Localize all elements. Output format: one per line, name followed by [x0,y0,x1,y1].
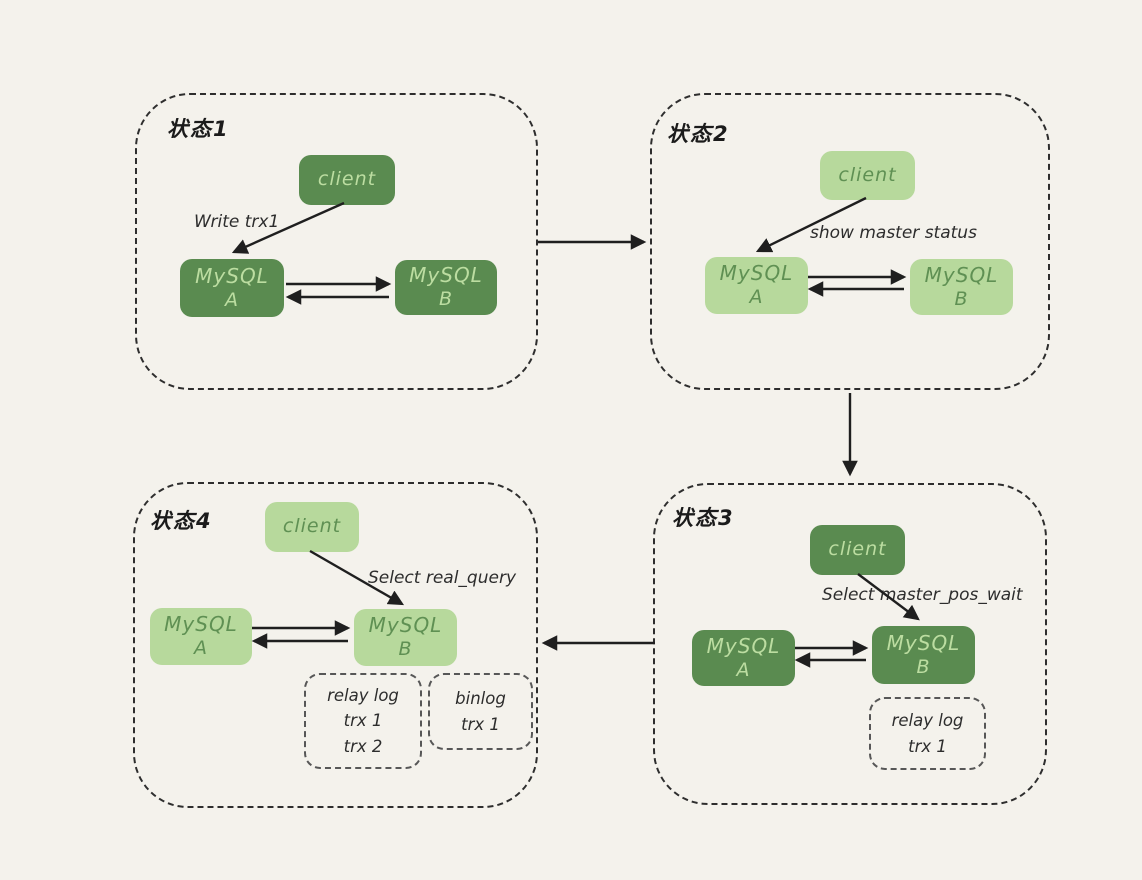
mysql-b-title: MySQL [886,630,961,655]
log-line: binlog [455,688,506,708]
client-label: client [828,538,887,561]
state-1-container: 状态1 client Write trx1 MySQL A MySQL B [135,93,538,390]
mysql-a-title: MySQL [164,612,238,637]
mysql-a-title: MySQL [719,261,794,286]
client-label: client [838,163,897,186]
state-3-relay-log-box: relay log trx 1 [869,697,986,770]
state-1-mysql-b-node: MySQL B [395,260,497,315]
state-3-client-node: client [810,525,905,575]
state-4-container: 状态4 client Select real_query MySQL A MyS… [133,482,538,808]
mysql-b-id: B [398,638,413,661]
state-1-action-label: Write trx1 [194,212,280,232]
mysql-a-id: A [749,286,764,309]
state-3-container: 状态3 client Select master_pos_wait MySQL … [653,483,1047,805]
state-4-label: 状态4 [150,509,213,533]
log-line: trx 1 [908,736,947,756]
state-2-mysql-b-node: MySQL B [910,259,1013,315]
mysql-b-title: MySQL [409,263,483,288]
mysql-b-id: B [916,655,931,678]
state-2-mysql-a-node: MySQL A [705,257,808,314]
state-1-label: 状态1 [167,117,230,141]
log-line: trx 1 [343,711,383,731]
state-3-label: 状态3 [672,506,735,530]
state-4-relay-log-box: relay log trx 1 trx 2 [304,673,422,769]
state-2-action-label: show master status [810,223,977,243]
log-line: relay log [327,685,399,705]
log-line: relay log [891,710,964,730]
mysql-b-id: B [438,288,454,311]
mysql-b-title: MySQL [368,613,443,638]
state-1-mysql-a-node: MySQL A [180,259,284,317]
log-line: trx 2 [343,736,383,756]
mysql-a-title: MySQL [195,263,269,288]
state-4-client-node: client [265,502,359,552]
state-4-binlog-box: binlog trx 1 [428,673,533,750]
state-2-label: 状态2 [667,122,730,146]
mysql-a-id: A [225,288,239,311]
state-3-action-label: Select master_pos_wait [822,585,1023,605]
state-2-container: 状态2 client show master status MySQL A My… [650,93,1050,390]
mysql-a-id: A [736,658,751,681]
mysql-b-title: MySQL [924,262,999,287]
state-4-mysql-a-node: MySQL A [150,608,252,665]
mysql-b-id: B [954,287,969,310]
state-4-mysql-b-node: MySQL B [354,609,457,666]
client-label: client [282,515,342,538]
state-1-client-node: client [299,155,395,205]
log-line: trx 1 [461,714,500,734]
state-2-client-node: client [820,151,915,200]
state-3-mysql-a-node: MySQL A [692,630,795,686]
mysql-a-title: MySQL [706,633,781,658]
mysql-a-id: A [194,637,208,660]
state-3-mysql-b-node: MySQL B [872,626,975,684]
state-4-action-label: Select real_query [368,568,517,588]
client-label: client [317,168,377,191]
